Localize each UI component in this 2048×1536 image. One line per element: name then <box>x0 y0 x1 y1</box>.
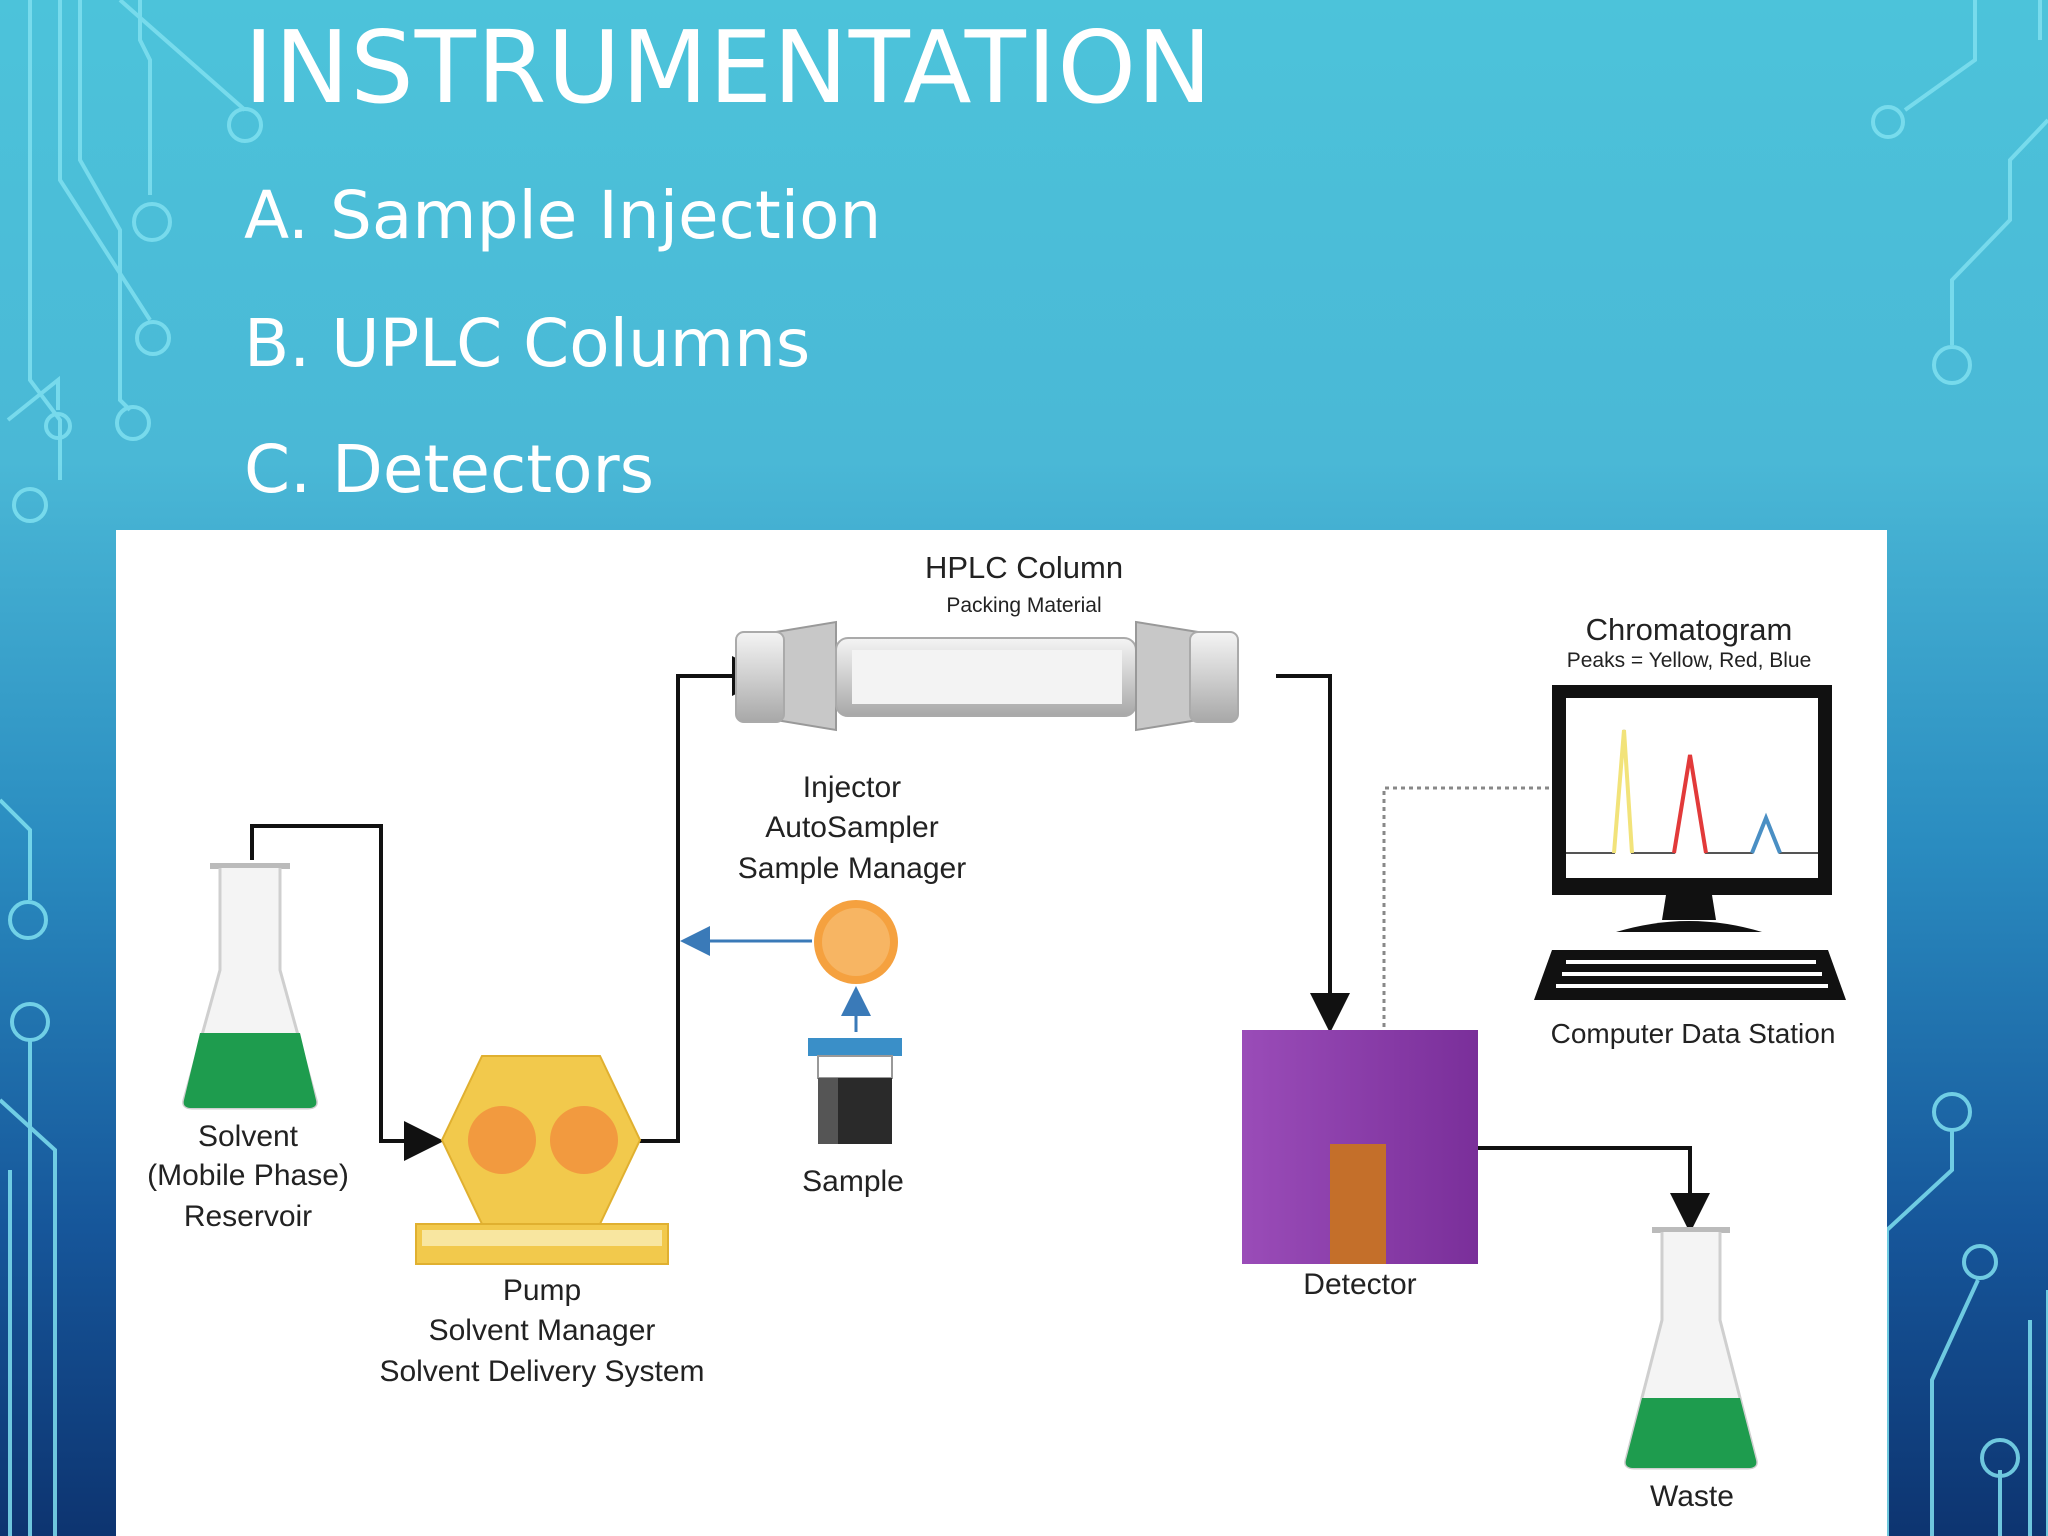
pump-icon <box>415 1055 669 1265</box>
hplc-column-icon <box>735 620 1239 732</box>
line-detector-to-computer <box>1382 786 1550 1027</box>
slide-title: INSTRUMENTATION <box>244 9 1213 126</box>
chromatogram-subtitle: Peaks = Yellow, Red, Blue <box>1567 649 1812 672</box>
computer-label: Computer Data Station <box>1551 1018 1836 1049</box>
injector-label-3: Sample Manager <box>738 852 966 885</box>
line-column-to-detector <box>1276 674 1350 1033</box>
line-pump-to-column <box>638 656 772 1143</box>
bullet-sample-injection: A. Sample Injection <box>244 177 882 254</box>
bullet-uplc-columns: B. UPLC Columns <box>244 305 811 382</box>
injector-label-2: AutoSampler <box>765 811 938 844</box>
solvent-label-3: Reservoir <box>184 1200 312 1233</box>
detector-icon <box>1242 1030 1478 1264</box>
bullet-detectors: C. Detectors <box>244 431 655 508</box>
waste-label: Waste <box>1650 1480 1734 1513</box>
waste-flask-icon <box>1624 1227 1758 1470</box>
sample-label: Sample <box>802 1165 904 1198</box>
column-subtitle: Packing Material <box>946 594 1101 617</box>
chromatogram-title: Chromatogram <box>1586 612 1793 647</box>
pump-label-3: Solvent Delivery System <box>379 1355 704 1388</box>
pump-label-1: Pump <box>503 1274 581 1307</box>
line-detector-to-waste <box>1476 1146 1710 1233</box>
line-solvent-to-pump <box>250 824 444 1161</box>
detector-label: Detector <box>1303 1268 1416 1301</box>
solvent-label-1: Solvent <box>198 1120 299 1153</box>
column-title: HPLC Column <box>925 550 1123 585</box>
injector-label-1: Injector <box>803 771 901 804</box>
hplc-diagram: HPLC Column Packing Material Chromatogra… <box>147 550 1846 1513</box>
pump-label-2: Solvent Manager <box>429 1314 656 1347</box>
sample-vial-icon <box>808 1038 902 1144</box>
solvent-flask-icon <box>182 863 318 1110</box>
injector-icon <box>814 900 898 984</box>
monitor-icon <box>1552 685 1832 932</box>
solvent-label-2: (Mobile Phase) <box>147 1159 349 1192</box>
keyboard-icon <box>1534 950 1846 1000</box>
